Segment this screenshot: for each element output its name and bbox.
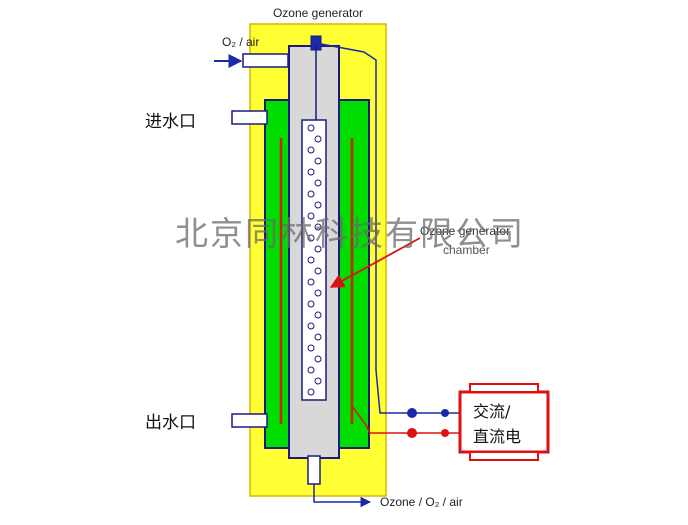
bubble xyxy=(307,234,315,242)
power-box-tab-bottom xyxy=(469,451,539,461)
neutral-terminal xyxy=(407,408,417,418)
bubble xyxy=(307,278,315,286)
bubble xyxy=(307,344,315,352)
neutral-terminal-inner xyxy=(441,409,449,417)
bubble xyxy=(307,388,315,396)
bubble xyxy=(314,267,322,275)
bubble xyxy=(307,300,315,308)
gas-inlet-label: O₂ / air xyxy=(222,35,259,49)
bubble xyxy=(314,333,322,341)
bubble xyxy=(307,146,315,154)
bubble xyxy=(314,355,322,363)
generator-title: Ozone generator xyxy=(273,6,363,20)
bubble xyxy=(307,190,315,198)
bottom-stem xyxy=(307,455,321,485)
chamber-label-line2: chamber xyxy=(443,243,490,257)
bubble xyxy=(314,157,322,165)
water-outlet-pipe xyxy=(231,413,268,428)
chamber-pointer-icon xyxy=(329,237,421,288)
live-terminal-inner xyxy=(441,429,449,437)
water-inlet-label: 进水口 xyxy=(145,112,196,132)
live-terminal xyxy=(407,428,417,438)
power-supply-box xyxy=(458,390,550,454)
gas-outlet-line xyxy=(313,484,372,508)
power-box-tab-top xyxy=(469,383,539,393)
bubble xyxy=(307,124,315,132)
bubble xyxy=(307,168,315,176)
bubble xyxy=(307,322,315,330)
water-outlet-label: 出水口 xyxy=(145,413,196,433)
chamber-label-line1: Ozone generator xyxy=(420,224,510,238)
water-inlet-pipe xyxy=(231,110,268,125)
bubble xyxy=(307,212,315,220)
gas-inlet-pipe xyxy=(242,53,289,68)
bubble xyxy=(307,366,315,374)
bubble xyxy=(314,201,322,209)
bubble xyxy=(314,311,322,319)
bubble xyxy=(314,179,322,187)
bubble-column xyxy=(307,124,322,396)
bubble xyxy=(314,135,322,143)
company-watermark: 北京同林科技有限公司 xyxy=(175,214,525,253)
bubble xyxy=(314,223,322,231)
neutral-wire xyxy=(320,43,460,414)
bubble xyxy=(314,377,322,385)
power-label-line2: 直流电 xyxy=(473,427,521,446)
bubble xyxy=(314,289,322,297)
bubble xyxy=(307,256,315,264)
power-label-line1: 交流/ xyxy=(473,402,511,421)
gas-outlet-label: Ozone / O₂ / air xyxy=(380,495,463,509)
bubble xyxy=(314,245,322,253)
